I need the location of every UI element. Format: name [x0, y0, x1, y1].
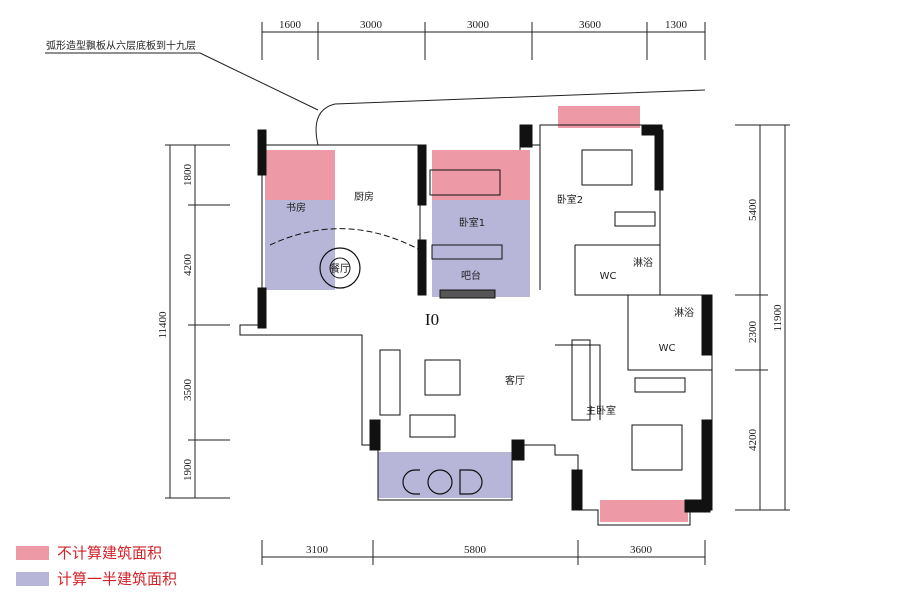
legend-label: 计算一半建筑面积 [57, 570, 178, 588]
legend-half: 计算一半建筑面积 [16, 568, 177, 589]
half-areas [265, 200, 530, 498]
excluded-areas [265, 106, 688, 522]
room-living: 客厅 [505, 374, 525, 387]
unit-label: I0 [425, 310, 439, 329]
legend-label: 不计算建筑面积 [57, 544, 163, 562]
dim-left-4: 1900 [182, 459, 194, 482]
room-dining: 餐厅 [330, 262, 350, 275]
room-wc2: WC [659, 343, 676, 354]
dim-top-1: 1600 [279, 19, 302, 31]
annotation-text: 弧形造型飘板从六层底板到十九层 [46, 39, 196, 52]
room-bedroom1: 卧室1 [459, 216, 485, 229]
walls [239, 124, 713, 526]
dim-top-4: 3600 [579, 19, 602, 31]
room-bedroom2: 卧室2 [557, 193, 583, 206]
room-wc1: WC [600, 271, 617, 282]
room-study: 书房 [286, 201, 306, 214]
dim-top-5: 1300 [665, 19, 688, 31]
room-master: 主卧室 [586, 404, 616, 417]
dim-top-3: 3000 [467, 19, 490, 31]
dim-top-2: 3000 [360, 19, 383, 31]
dimension-lines [45, 22, 790, 565]
legend-swatch-purple [16, 571, 49, 586]
dim-left-2: 4200 [182, 254, 194, 277]
room-shower2: 淋浴 [674, 306, 694, 319]
dim-right-total: 11900 [772, 304, 784, 332]
legend-swatch-pink [16, 545, 49, 560]
dim-bottom-3: 3600 [630, 544, 653, 556]
dim-right-3: 4200 [747, 429, 759, 452]
dim-right-1: 5400 [747, 199, 759, 222]
room-shower1: 淋浴 [633, 256, 653, 269]
dim-bottom-2: 5800 [464, 544, 487, 556]
legend-excluded: 不计算建筑面积 [16, 542, 162, 563]
dim-left-total: 11400 [157, 311, 169, 339]
dim-bottom-1: 3100 [306, 544, 329, 556]
dim-left-1: 1800 [182, 164, 194, 187]
room-bar: 吧台 [461, 269, 481, 282]
dim-left-3: 3500 [182, 379, 194, 402]
room-kitchen: 厨房 [354, 190, 374, 203]
dim-right-2: 2300 [747, 321, 759, 344]
